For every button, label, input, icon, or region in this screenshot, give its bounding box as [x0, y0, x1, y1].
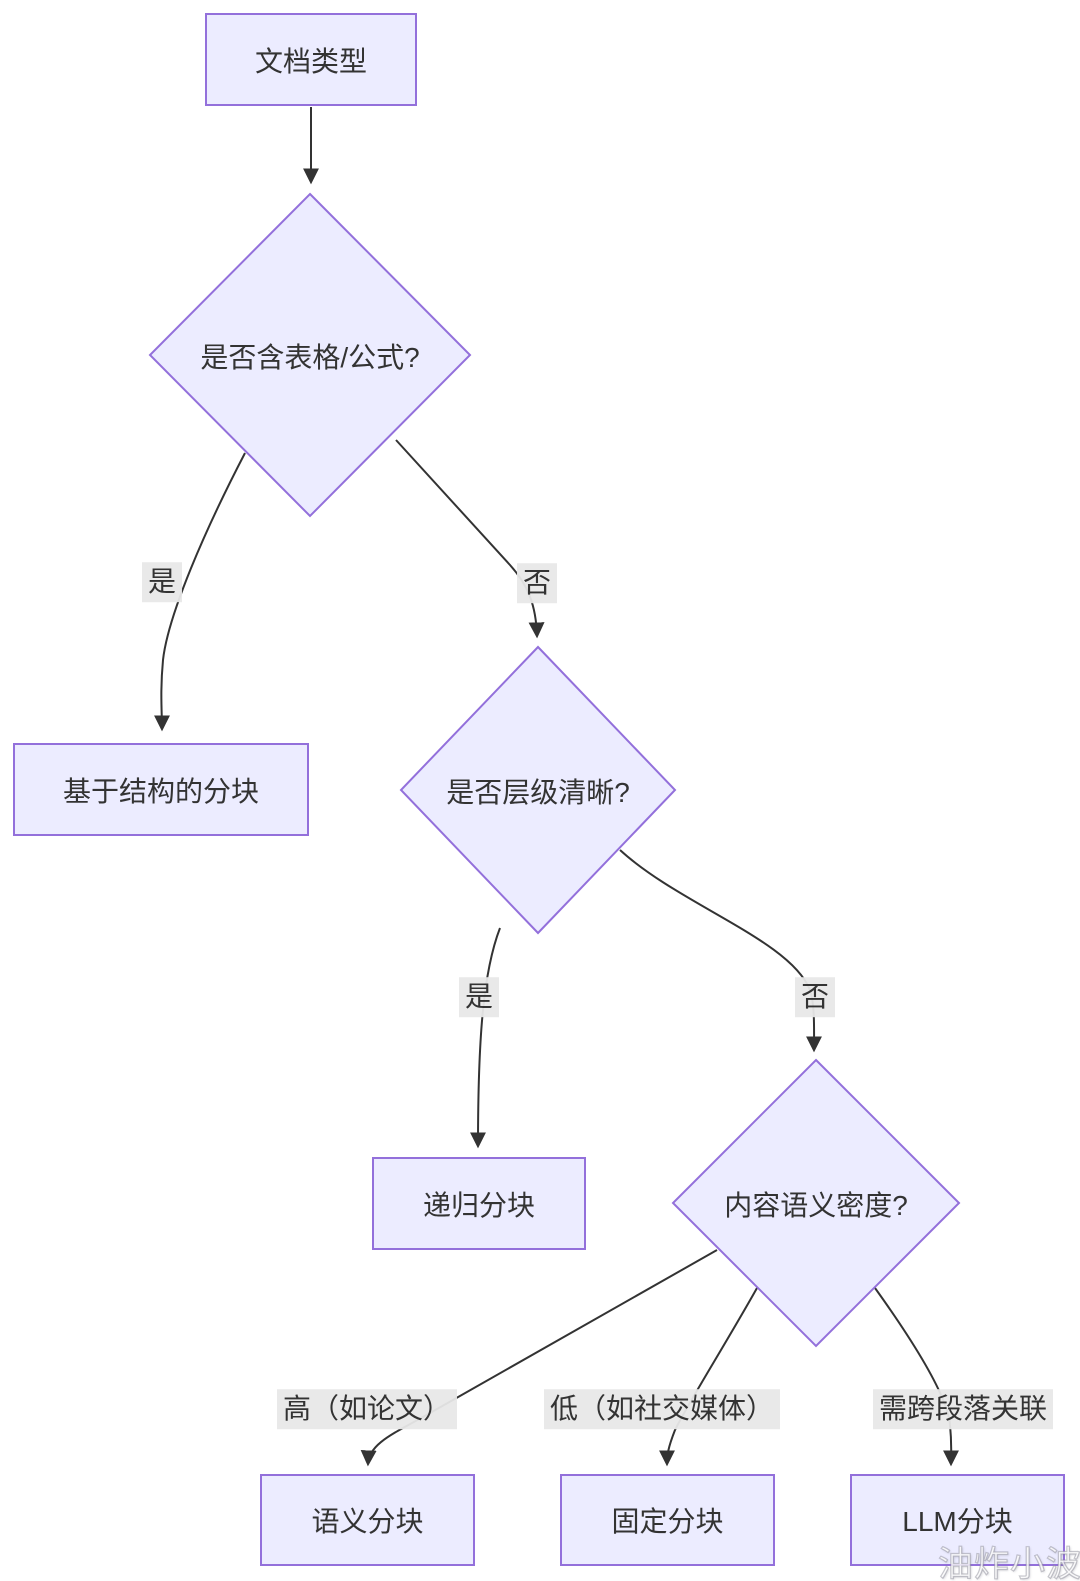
- node-struct-chunk: 基于结构的分块: [13, 743, 309, 836]
- edge-label-yes-1: 是: [141, 562, 183, 602]
- node-doc-type-label: 文档类型: [254, 45, 367, 77]
- edge-decision1-yes-to-struct: [153, 452, 246, 732]
- node-semantic-chunk: 语义分块: [260, 1474, 475, 1566]
- decision-semantic-density-label: 内容语义密度?: [724, 1190, 908, 1221]
- edge-label-cross-paragraph: 需跨段落关联: [872, 1389, 1054, 1429]
- decision-semantic-density-shape: [671, 1058, 961, 1348]
- decision-has-table-formula-label: 是否含表格/公式?: [200, 342, 420, 373]
- edge-label-no-2: 否: [794, 977, 836, 1017]
- node-doc-type: 文档类型: [205, 13, 417, 106]
- node-semantic-chunk-label: 语义分块: [311, 1506, 424, 1537]
- node-llm-chunk: LLM分块: [850, 1474, 1065, 1566]
- edge-decision2-no-to-decision3: [619, 849, 823, 1053]
- node-fixed-chunk: 固定分块: [560, 1474, 775, 1566]
- node-recursive-chunk-label: 递归分块: [422, 1189, 535, 1221]
- edge-decision1-no-to-decision2: [395, 439, 545, 639]
- edge-label-yes-2: 是: [458, 977, 500, 1017]
- edge-label-no-1: 否: [516, 563, 558, 603]
- node-llm-chunk-label: LLM分块: [902, 1506, 1013, 1537]
- edge-decision3-high-to-semantic: [360, 1249, 718, 1467]
- decision-has-table-formula-shape: [148, 192, 472, 518]
- node-recursive-chunk: 递归分块: [372, 1157, 586, 1250]
- node-struct-chunk-label: 基于结构的分块: [62, 775, 259, 807]
- decision-clear-hierarchy-shape: [399, 645, 677, 935]
- edge-decision3-cross-to-llm: [874, 1287, 960, 1467]
- decision-clear-hierarchy-label: 是否层级清晰?: [446, 777, 630, 808]
- edge-decision3-low-to-fixed: [659, 1287, 758, 1467]
- edge-label-low-social: 低（如社交媒体）: [543, 1389, 781, 1429]
- watermark: 油炸小波: [937, 1544, 1080, 1581]
- edge-label-high-paper: 高（如论文）: [276, 1389, 458, 1429]
- edge-decision2-yes-to-recursive: [470, 927, 501, 1149]
- node-fixed-chunk-label: 固定分块: [611, 1506, 724, 1537]
